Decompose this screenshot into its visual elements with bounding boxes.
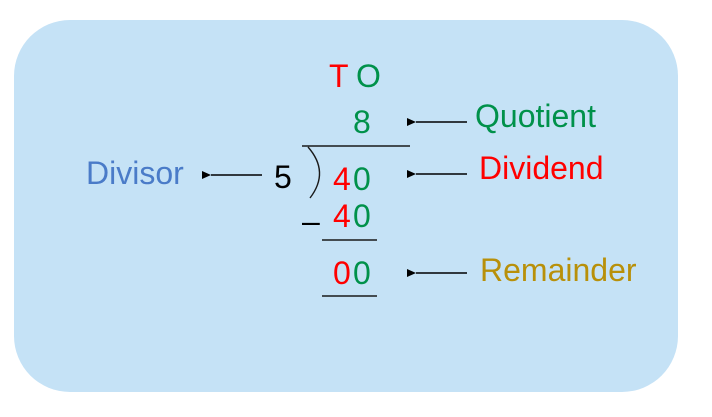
- divisor-digit: 5: [274, 159, 292, 195]
- subtracted-tens-digit: 4: [333, 198, 351, 234]
- dividend-ones-digit: 0: [353, 161, 371, 197]
- dividend-tens-digit: 4: [333, 161, 351, 197]
- dividend-label: Dividend: [479, 150, 604, 186]
- background-panel: [14, 20, 678, 392]
- quotient-label: Quotient: [475, 98, 596, 134]
- remainder-ones-digit: 0: [353, 255, 371, 291]
- tens-header: T: [329, 58, 349, 94]
- divisor-label: Divisor: [86, 155, 184, 191]
- quotient-digit: 8: [353, 104, 371, 140]
- minus-sign: –: [302, 203, 320, 239]
- remainder-label: Remainder: [480, 252, 637, 288]
- subtracted-ones-digit: 0: [353, 198, 371, 234]
- ones-header: O: [356, 58, 381, 94]
- remainder-tens-digit: 0: [333, 255, 351, 291]
- division-bracket: [307, 146, 321, 199]
